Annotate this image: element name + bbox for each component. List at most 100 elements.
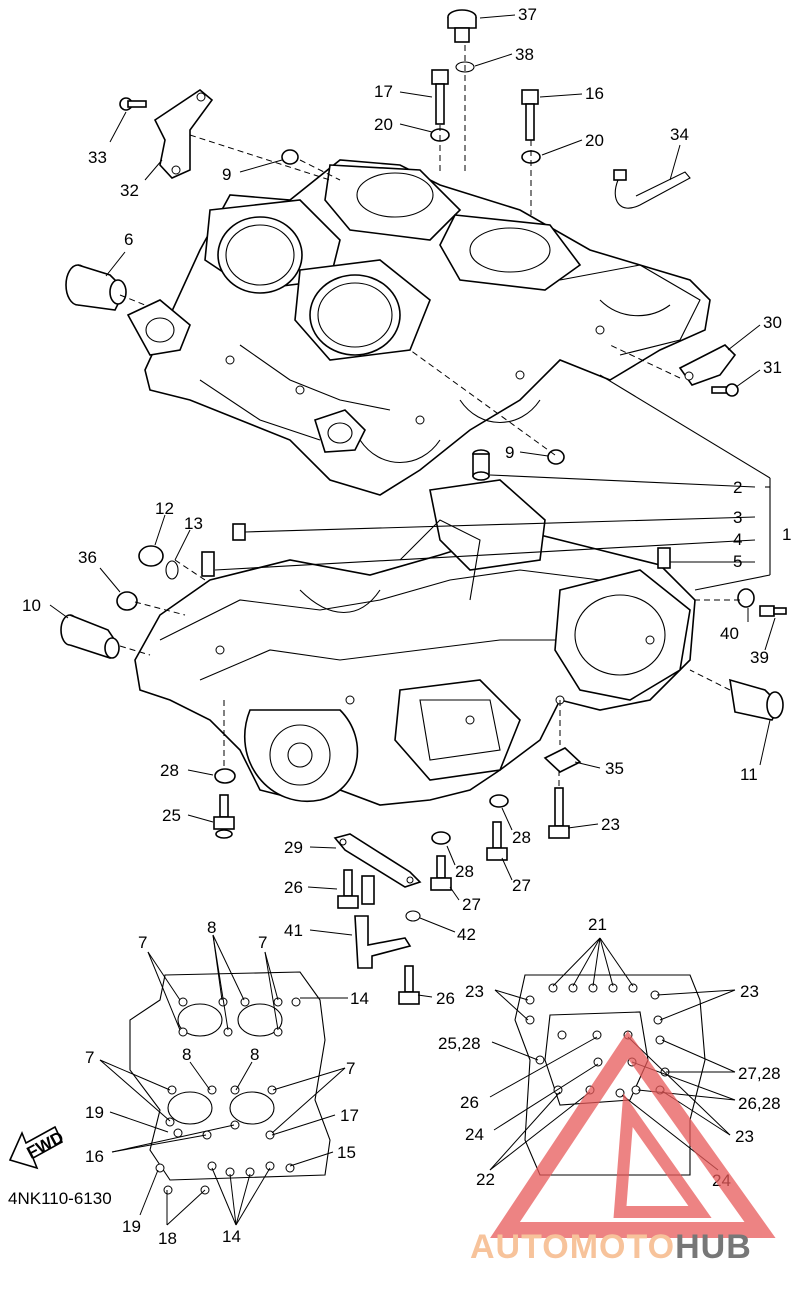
dowel-2: [472, 449, 490, 481]
callout-20: 20: [374, 115, 393, 134]
callout-23: 23: [601, 815, 620, 834]
callout-28: 28: [160, 761, 179, 780]
callout-35: 35: [605, 759, 624, 778]
watermark-part2: MOTO: [570, 1228, 675, 1266]
callout-6: 6: [124, 230, 133, 249]
clip-35: [543, 747, 582, 773]
callout-27: 27: [512, 876, 531, 895]
callout-42: 42: [457, 925, 476, 944]
callout-27-28: 27,28: [738, 1064, 781, 1083]
diagram-code: 4NK110-6130: [8, 1189, 112, 1208]
small-parts: [60, 9, 787, 1005]
callout-8: 8: [207, 918, 216, 937]
plug-12: [138, 545, 164, 567]
hose-clip: [613, 169, 627, 181]
jet-4: [201, 551, 215, 577]
bolt-25: [213, 794, 235, 839]
washer-28c: [431, 831, 451, 845]
callout-7: 7: [346, 1059, 355, 1078]
bolt-26b: [398, 965, 420, 1005]
callout-31: 31: [763, 358, 782, 377]
lower-crankcase: [134, 479, 696, 806]
callout-26: 26: [460, 1093, 479, 1112]
callout-25-28: 25,28: [438, 1034, 481, 1053]
callout-14: 14: [350, 989, 369, 1008]
callout-7: 7: [85, 1048, 94, 1067]
callout-30: 30: [763, 313, 782, 332]
callout-9: 9: [505, 443, 514, 462]
screw-33: [119, 97, 147, 111]
bracket-30: [678, 344, 737, 386]
bolt-layout-left: [129, 971, 331, 1195]
callout-7: 7: [258, 933, 267, 952]
callout-2: 2: [733, 478, 742, 497]
callout-20: 20: [585, 131, 604, 150]
callout-27: 27: [462, 895, 481, 914]
callout-labels: 37 38 17 16 20 20 34 33 32 9 6 30 31 9 2…: [8, 5, 791, 1248]
plug-9a: [281, 149, 299, 165]
oil-filler-cap: [447, 9, 477, 43]
callout-19: 19: [85, 1103, 104, 1122]
bracket-32: [153, 89, 214, 179]
callout-18: 18: [158, 1229, 177, 1248]
cap-36: [116, 591, 138, 611]
callout-29: 29: [284, 838, 303, 857]
plug-9b: [547, 449, 565, 465]
callout-40: 40: [720, 624, 739, 643]
washer-28a: [214, 768, 236, 784]
breather-union-6: [65, 264, 127, 311]
svg-text:AUTOMOTOHUB: AUTOMOTOHUB: [470, 1228, 752, 1266]
union-10: [60, 614, 120, 659]
washer-40: [737, 588, 755, 608]
callout-24: 24: [465, 1125, 484, 1144]
watermark-part3: HUB: [675, 1228, 752, 1266]
callout-17: 17: [340, 1106, 359, 1125]
fwd-arrow: FWD: [8, 1125, 67, 1170]
watermark-part1: AUTO: [470, 1228, 570, 1266]
pipe: [361, 875, 375, 905]
breather-hose-34: [614, 171, 691, 209]
bolt-27a: [486, 821, 508, 861]
callout-13: 13: [184, 514, 203, 533]
callout-3: 3: [733, 508, 742, 527]
o-ring-38: [455, 61, 475, 73]
callout-16: 16: [85, 1147, 104, 1166]
callout-28: 28: [512, 828, 531, 847]
callout-41: 41: [284, 921, 303, 940]
callout-11: 11: [740, 765, 758, 784]
screw-31: [711, 383, 739, 397]
bolt-17: [431, 69, 449, 125]
dowel-5: [657, 547, 671, 569]
callout-10: 10: [22, 596, 41, 615]
callout-17: 17: [374, 82, 393, 101]
callout-12: 12: [155, 499, 174, 518]
callout-39: 39: [750, 648, 769, 667]
triangle-outer: [490, 1030, 776, 1238]
triangle-inner: [613, 1092, 712, 1218]
callout-23: 23: [740, 982, 759, 1001]
callout-23: 23: [465, 982, 484, 1001]
watermark-logo: AUTOMOTOHUB: [470, 1030, 776, 1266]
bolt-26a: [337, 869, 359, 909]
callout-22: 22: [476, 1170, 495, 1189]
upper-crankcase: [126, 159, 711, 496]
callout-4: 4: [733, 530, 742, 549]
callout-9: 9: [222, 165, 231, 184]
washer-28b: [489, 794, 509, 808]
callout-8: 8: [182, 1045, 191, 1064]
callout-5: 5: [733, 552, 742, 571]
bolt-27b: [430, 855, 452, 891]
plate-29: [333, 833, 422, 888]
dowel-3: [232, 523, 246, 541]
o-ring-42: [405, 910, 421, 922]
callout-14: 14: [222, 1227, 241, 1246]
callout-28: 28: [455, 862, 474, 881]
callout-8: 8: [250, 1045, 259, 1064]
callout-21: 21: [588, 915, 607, 934]
callout-19: 19: [122, 1217, 141, 1236]
callout-36: 36: [78, 548, 97, 567]
bolt-16: [521, 89, 539, 141]
watermark-triangle-icon: [490, 1030, 776, 1238]
assembly-lines: [119, 45, 740, 790]
